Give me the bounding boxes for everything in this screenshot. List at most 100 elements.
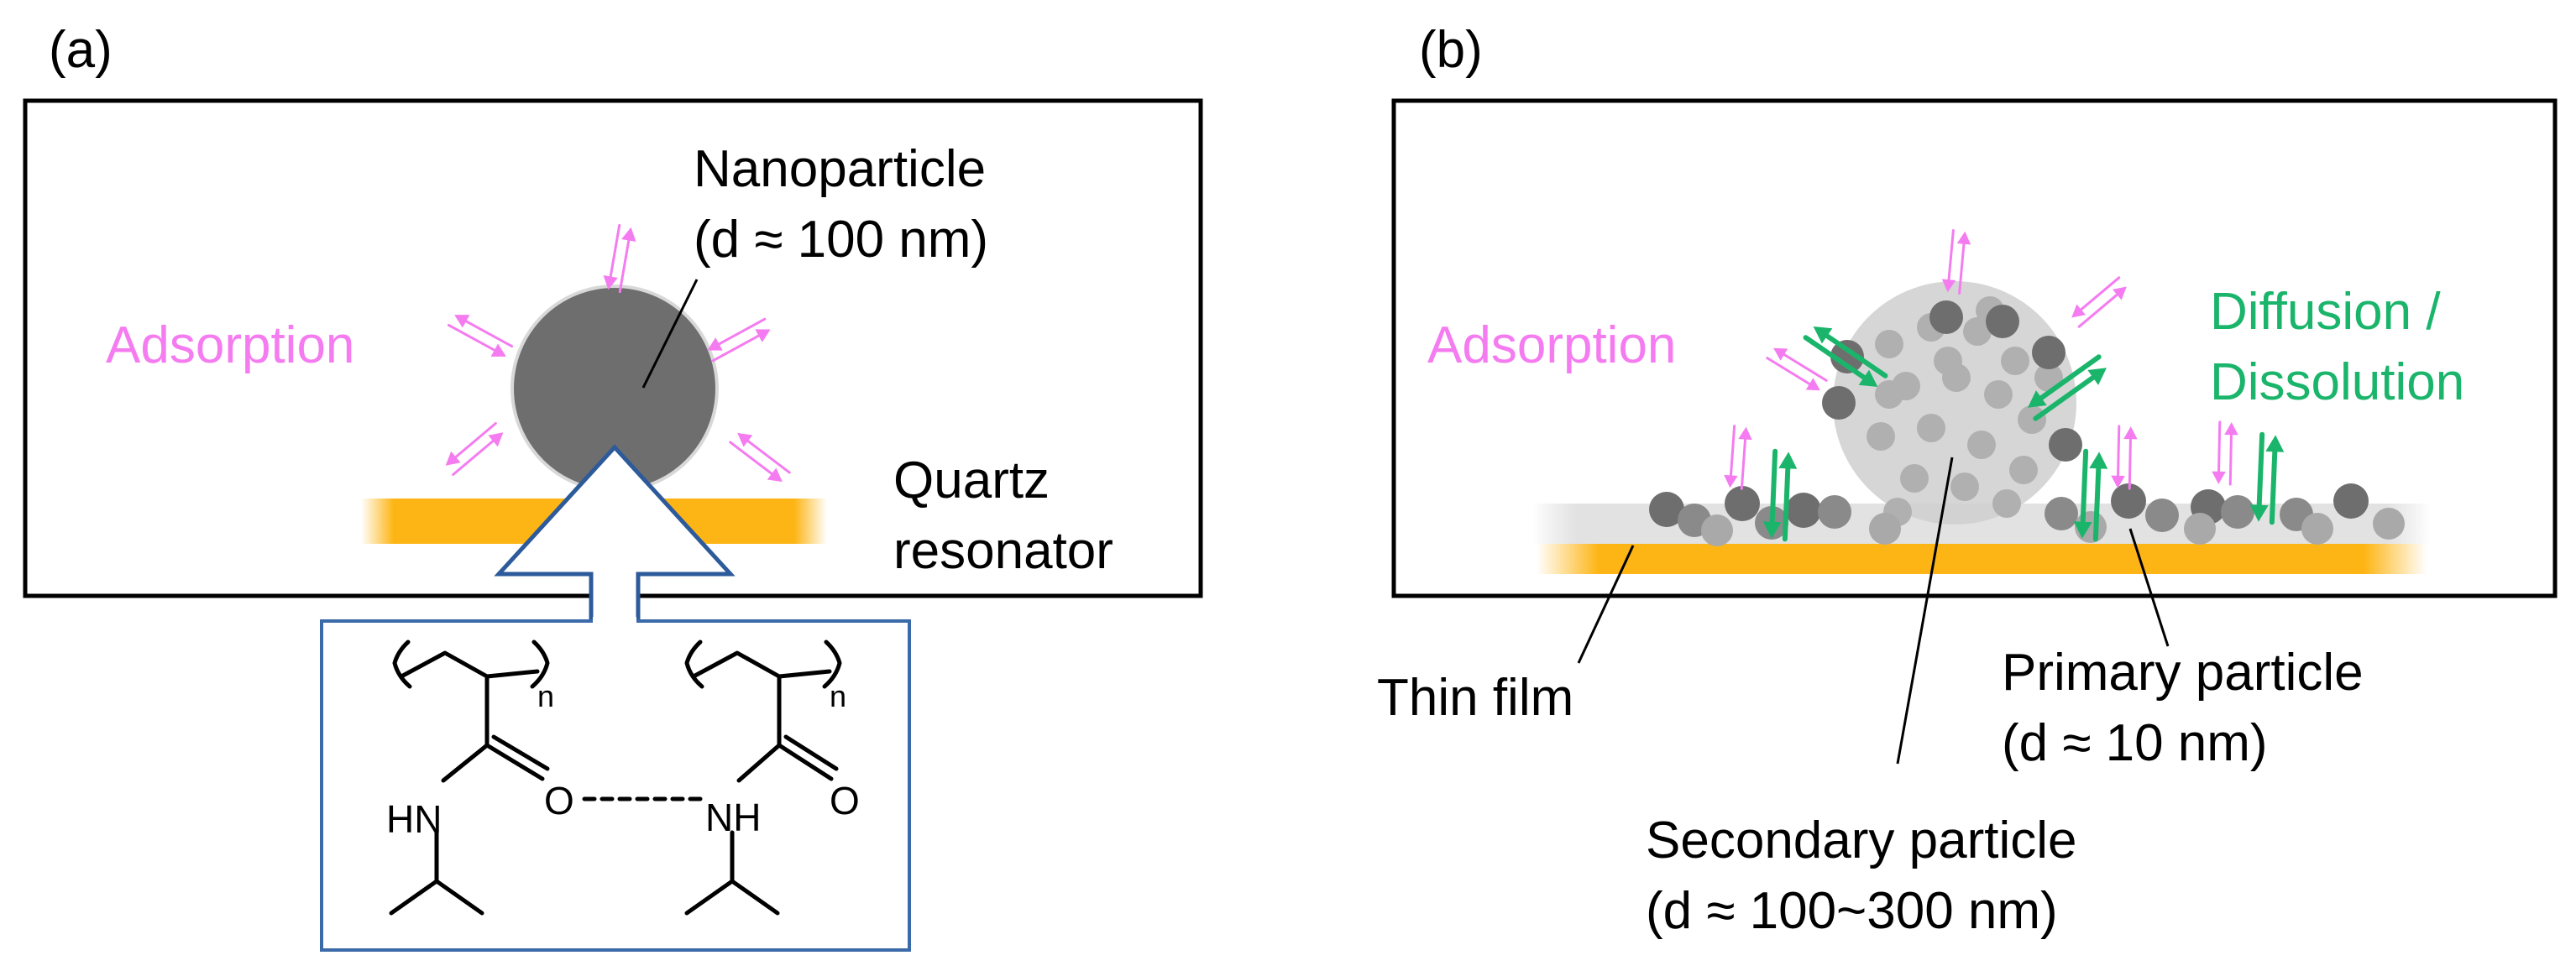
- o-left: O: [544, 779, 574, 822]
- bond-c-o-left-2: [491, 734, 550, 771]
- secondary-surface-grain-4: [2032, 336, 2066, 369]
- secondary-inner-grain-0: [1875, 330, 1903, 358]
- secondary-inner-grain-8: [1867, 422, 1895, 451]
- bracket-left-open: [392, 640, 412, 689]
- thin-film-leader: [1577, 545, 1635, 664]
- adsorption-arrow-a-3-back-head: [445, 451, 461, 466]
- primary-light-4: [2301, 513, 2333, 545]
- adsorption-arrow-a-4-fwd-shaft: [729, 441, 773, 475]
- diffusion-arrow-4-back-head: [2249, 504, 2269, 522]
- adsorption-arrow-b-1-fwd-head: [1805, 378, 1820, 391]
- adsorption-arrow-a-0-back-shaft: [609, 223, 621, 278]
- adsorption-arrow-b-0-fwd-head: [1956, 231, 1971, 245]
- adsorption-arrow-b-1-fwd-shaft: [1766, 357, 1811, 385]
- adsorption-arrow-b-4-back-head: [2111, 475, 2125, 488]
- adsorption-arrow-b-2-back-shaft: [2080, 276, 2121, 311]
- primary-mid-3: [2045, 497, 2078, 530]
- diffusion-arrow-1-back-head: [2028, 390, 2047, 408]
- diffusion-arrow-2-fwd-head: [1778, 452, 1798, 469]
- secondary-inner-grain-16: [1934, 347, 1962, 375]
- adsorption-arrow-b-4-back-shaft: [2117, 425, 2121, 478]
- nh-left: HN: [386, 797, 442, 841]
- secondary-inner-grain-2: [1963, 317, 1992, 346]
- diffusion-arrow-0-fwd-shaft: [1803, 335, 1867, 380]
- bond-c-n-right: [736, 743, 782, 783]
- primary-dark-3: [2111, 483, 2146, 519]
- quartz-label-line1: Quartz: [893, 452, 1050, 509]
- diffusion-arrow-4-fwd-shaft: [2269, 449, 2278, 525]
- secondary-inner-grain-6: [1984, 380, 2013, 409]
- adsorption-arrows-a: [445, 223, 791, 483]
- secondary-particle-size: (d ≈ 100~300 nm): [1646, 882, 2058, 940]
- pnipam-structure: [389, 640, 842, 916]
- secondary-inner-grain-13: [1950, 472, 1979, 501]
- diffusion-arrow-1-fwd-shaft: [2033, 374, 2096, 421]
- diffusion-arrows: [1762, 326, 2285, 542]
- secondary-surface-grain-2: [1830, 340, 1864, 373]
- o-right: O: [830, 779, 860, 822]
- zoom-arrow: [494, 444, 736, 639]
- adsorption-arrow-b-0-back-shaft: [1947, 229, 1955, 281]
- diffusion-arrow-3-fwd-shaft: [2092, 466, 2102, 542]
- primary-dark-2: [1786, 493, 1821, 528]
- diffusion-arrow-2-back-head: [1762, 521, 1782, 539]
- adsorption-arrow-b-2-fwd-head: [2113, 286, 2127, 300]
- adsorption-arrow-b-3-fwd-shaft: [1740, 438, 1747, 490]
- adsorption-arrow-a-2-fwd-shaft: [711, 334, 761, 363]
- secondary-inner-grain-14: [1992, 489, 2021, 518]
- backbone-left: [399, 650, 540, 679]
- adsorption-arrow-a-2-fwd-head: [755, 329, 771, 342]
- isopropyl-left-b: [434, 879, 484, 916]
- isopropyl-right-b: [730, 879, 780, 916]
- diffusion-arrow-3-fwd-head: [2089, 452, 2108, 469]
- bond-c-o-right-1: [777, 743, 834, 781]
- primary-light-1: [1869, 513, 1901, 545]
- secondary-surface-grain-0: [1929, 300, 1963, 334]
- diffusion-arrow-0-back-head: [1813, 326, 1833, 344]
- adsorption-label-b: Adsorption: [1427, 316, 1676, 374]
- diffusion-arrow-3-back-head: [2073, 521, 2092, 539]
- primary-mid-5: [2221, 495, 2254, 529]
- adsorption-arrow-a-4-fwd-head: [767, 467, 783, 483]
- quartz-label-line2: resonator: [893, 522, 1113, 580]
- nanoparticle-size: (d ≈ 100 nm): [694, 211, 988, 269]
- panel-b-frame: [1391, 98, 2558, 598]
- adsorption-arrow-b-4-fwd-head: [2123, 426, 2138, 440]
- isopropyl-right-a: [684, 879, 735, 916]
- adsorption-arrow-a-3-fwd-shaft: [452, 440, 495, 476]
- secondary-inner-grain-9: [1917, 414, 1945, 442]
- primary-particle-leader: [2128, 528, 2170, 647]
- diffusion-arrow-1-back-shaft: [2039, 354, 2102, 401]
- adsorption-arrow-a-1-fwd-head: [490, 343, 506, 357]
- adsorption-arrow-b-5-back-shaft: [2217, 420, 2222, 473]
- diffusion-arrow-1-fwd-head: [2087, 368, 2107, 385]
- nanoparticle-leader-line: [641, 279, 699, 389]
- primary-light-3: [2373, 508, 2405, 540]
- adsorption-arrow-a-2-back-shaft: [717, 317, 767, 346]
- primary-dark-1: [1725, 486, 1760, 521]
- adsorption-arrow-b-1-back-shaft: [1783, 353, 1828, 382]
- diffusion-arrow-4-fwd-head: [2265, 435, 2285, 452]
- primary-light-5: [2184, 513, 2216, 545]
- adsorption-arrows-b: [1724, 229, 2238, 490]
- bracket-right-open: [684, 640, 704, 689]
- adsorption-arrow-a-3-fwd-head: [488, 432, 504, 447]
- bracket-right-close: [822, 640, 842, 689]
- adsorption-arrow-a-1-back-shaft: [464, 320, 514, 348]
- nanoparticle-title: Nanoparticle: [694, 140, 986, 198]
- adsorption-arrow-b-4-fwd-shaft: [2128, 437, 2132, 490]
- adsorption-arrow-b-5-fwd-head: [2224, 422, 2238, 436]
- adsorption-arrow-b-0-fwd-shaft: [1958, 243, 1966, 295]
- primary-dark-5: [2333, 483, 2369, 519]
- diffusion-arrow-4-back-shaft: [2256, 431, 2265, 508]
- n-subscript-right: n: [830, 679, 846, 713]
- secondary-inner-grain-12: [1900, 464, 1929, 493]
- diffusion-arrow-2-fwd-shaft: [1782, 466, 1791, 542]
- thin-film-label: Thin film: [1377, 669, 1573, 727]
- nh-right: NH: [705, 796, 761, 839]
- secondary-surface-grain-5: [2049, 428, 2082, 462]
- adsorption-arrow-a-4-back-head: [737, 432, 753, 447]
- box-opening: [593, 617, 636, 627]
- diffusion-arrow-0-back-shaft: [1825, 333, 1888, 378]
